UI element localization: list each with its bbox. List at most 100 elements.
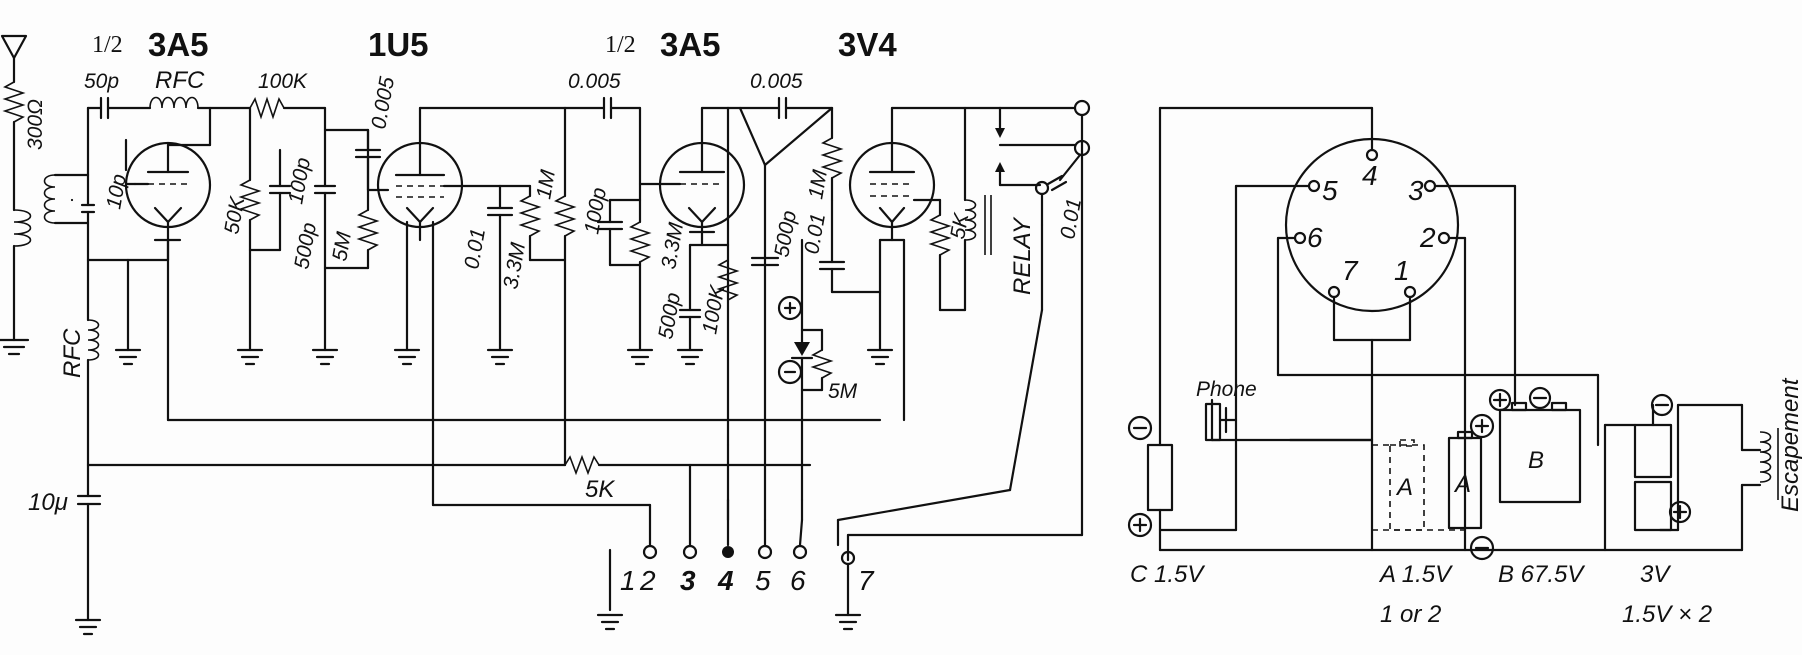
phone-label: Phone: [1196, 378, 1257, 401]
stage1-cathode-wiring: [86, 220, 182, 422]
resistor-1m-first-label: 1M: [532, 168, 560, 201]
resistor-5m-first-label: 5M: [328, 230, 356, 263]
ground-symbol-second-grid: [626, 348, 654, 366]
capacitor-500p-second-label: 500p: [654, 291, 685, 341]
tube-label-3a5-first: 3A5: [148, 26, 209, 63]
tube-3a5-second-icon: [638, 106, 746, 447]
ground-symbol-terminal-7: [834, 613, 862, 631]
ground-symbol-antenna: [0, 338, 30, 356]
escapement-coil: [1740, 428, 1779, 500]
battery-a-spare-label: A: [1395, 474, 1413, 501]
capacitor-001-second-label: 0.01: [800, 212, 830, 256]
socket-pin-1: 1: [1394, 255, 1410, 286]
resistor-5k-first: [912, 198, 952, 312]
capacitor-50p-label: 50p: [84, 70, 119, 93]
socket-pin-6: 6: [1307, 222, 1323, 253]
ground-symbol-stage1: [114, 348, 142, 366]
capacitor-0005-first-label: 0.005: [367, 75, 399, 131]
terminal-label-1: 1: [620, 565, 636, 596]
capacitor-10p-label: 10p: [102, 172, 131, 211]
capacitor-001-first: [486, 184, 514, 352]
stage1-tank-coil: [43, 106, 96, 262]
relay-label: RELAY: [1009, 216, 1036, 295]
resistor-100k-label: 100K: [258, 70, 308, 93]
escapement-label: Escapement: [1777, 377, 1802, 512]
tube-label-1u5: 1U5: [368, 26, 429, 63]
capacitor-0005-second-label: 0.005: [568, 70, 621, 93]
resistor-100k: [249, 96, 327, 120]
capacitor-50p: [86, 96, 152, 120]
resistor-1m-second-label: 1M: [804, 168, 832, 201]
capacitor-500p-first-label: 500p: [290, 221, 321, 271]
rfc-top-label: RFC: [155, 67, 205, 94]
resistor-5k-second-label: 5K: [585, 476, 615, 503]
capacitor-10p: [124, 138, 150, 186]
diode-detector: [777, 238, 834, 502]
battery-b-label: B: [1528, 447, 1544, 474]
tube-fraction-2: 1/2: [605, 32, 636, 58]
terminal-block: [608, 544, 856, 617]
capacitor-500p-first: [313, 106, 337, 352]
label-b-voltage: B 67.5V: [1498, 561, 1585, 588]
resistor-5k-first-label: 5K: [946, 211, 973, 241]
socket-pin-2: 2: [1419, 222, 1436, 253]
resistor-33m-first: [498, 184, 542, 262]
capacitor-100p-second: [596, 198, 642, 267]
battery-a-cell: [1447, 413, 1495, 561]
tube-label-3a5-second: 3A5: [660, 26, 721, 63]
label-3v-config: 1.5V × 2: [1622, 601, 1712, 628]
ground-symbol-001: [486, 348, 514, 366]
capacitor-0005-third: [726, 96, 834, 522]
battery-a-spare: [1372, 439, 1470, 531]
phone-jack: [1204, 402, 1238, 442]
resistor-5m-second-label: 5M: [828, 380, 858, 403]
ground-symbol-1u5: [393, 348, 421, 366]
resistor-1m-first: [528, 106, 577, 467]
resistor-33m-first-label: 3.3M: [499, 240, 530, 290]
tube-1u5-icon: [376, 106, 567, 507]
terminal-label-6: 6: [790, 565, 806, 596]
antenna-resistor: [2, 81, 26, 212]
socket-pin-5: 5: [1322, 175, 1338, 206]
capacitor-001-second: [818, 198, 882, 294]
resistor-100k-second: [716, 243, 740, 301]
tube-3a5-first-icon: [124, 106, 212, 229]
ground-symbol-500p: [311, 348, 339, 366]
socket-pin-7: 7: [1342, 255, 1359, 286]
battery-wiring: [1158, 106, 1744, 552]
battery-a-cell-label: A: [1453, 471, 1471, 498]
tube-label-3v4: 3V4: [838, 26, 897, 63]
battery-b-block: [1488, 386, 1582, 504]
capacitor-10u-label: 10μ: [28, 489, 68, 516]
resistor-100k-second-label: 100K: [698, 283, 729, 336]
ground-symbol-terminal-1: [596, 613, 624, 631]
antenna-resistor-label: 300Ω: [24, 99, 47, 150]
ground-symbol-50k: [236, 348, 264, 366]
resistor-33m-second: [608, 221, 652, 352]
socket-pin-4: 4: [1362, 160, 1378, 191]
capacitor-10u: [76, 463, 102, 622]
resistor-1m-second: [820, 106, 844, 202]
label-c-voltage: C 1.5V: [1130, 561, 1205, 588]
capacitor-500p-third: [750, 256, 780, 267]
antenna-coupling-coil: [12, 209, 32, 342]
ground-symbol-10u: [74, 618, 102, 636]
rfc-left-coil: [86, 258, 100, 467]
ground-symbol-3v4: [866, 348, 894, 366]
tube-fraction-1: 1/2: [92, 32, 123, 58]
battery-c-cell: [1127, 415, 1174, 538]
terminal-label-7: 7: [858, 565, 875, 596]
label-a-count: 1 or 2: [1380, 601, 1441, 628]
capacitor-500p-second: [678, 243, 730, 352]
capacitor-100p-first: [248, 148, 292, 252]
tube-3v4-icon: [848, 106, 1002, 422]
output-wiring: [86, 113, 1084, 562]
label-a-voltage: A 1.5V: [1378, 561, 1453, 588]
terminal-label-3: 3: [680, 565, 696, 596]
terminal-label-4: 4: [717, 565, 734, 596]
antenna-icon: [0, 34, 28, 84]
terminal-label-2: 2: [639, 565, 656, 596]
capacitor-0005-second: [563, 96, 642, 224]
